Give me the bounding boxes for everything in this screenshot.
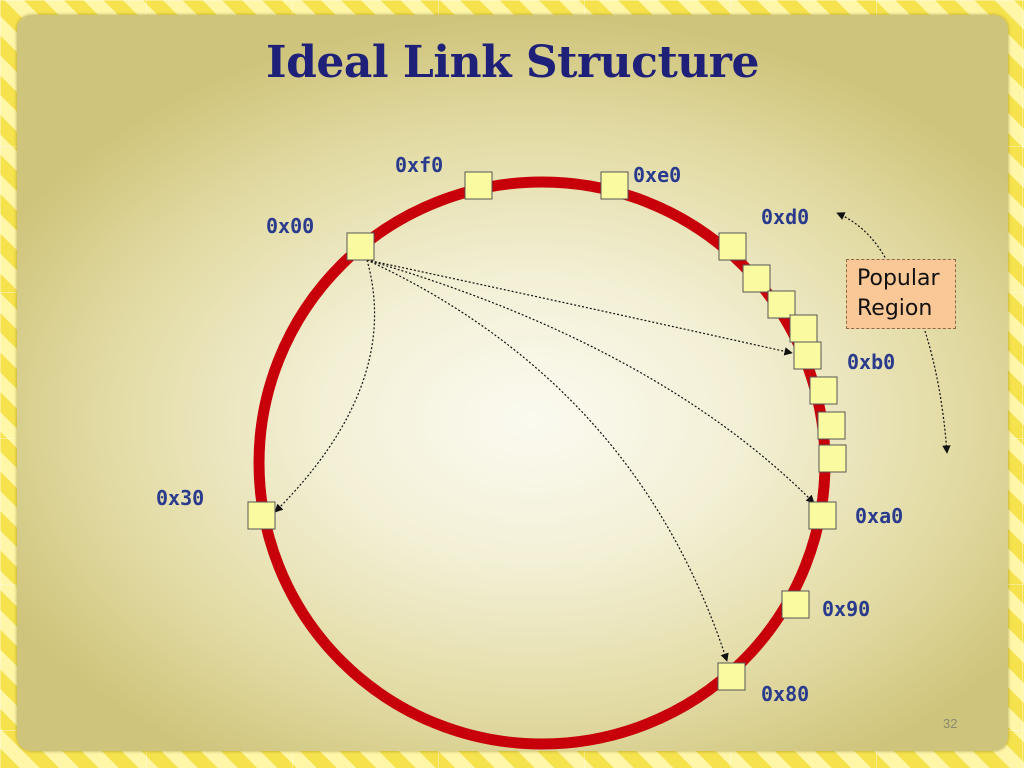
callout-line-1: Popular [857,266,940,291]
label-0x00: 0x00 [266,214,314,238]
node-popular-2 [767,290,796,319]
link-0x00-to-0x30 [274,259,376,513]
node-0xd0 [718,232,747,261]
popular-arrow-up [836,212,888,262]
node-0xf0 [464,171,493,200]
node-0x30 [247,501,276,530]
label-0x90: 0x90 [822,597,870,621]
ring [253,176,831,750]
node-popular-5 [817,411,846,440]
slide: Ideal Link Structure [17,15,1008,751]
label-0x30: 0x30 [156,486,204,510]
label-0xe0: 0xe0 [633,163,681,187]
page-number: 32 [943,716,958,731]
link-0x00-to-0xa0 [366,259,815,504]
label-0x80: 0x80 [761,682,809,706]
label-0xa0: 0xa0 [855,504,903,528]
link-0x00-to-0xb0 [366,259,793,356]
node-0xb0 [793,341,822,370]
label-0xd0: 0xd0 [761,205,809,229]
node-0x90 [781,590,810,619]
popular-region-callout: Popular Region [846,259,956,329]
node-0xa0 [808,501,837,530]
node-popular-3 [789,314,818,343]
node-popular-6 [818,444,847,473]
node-0x00 [346,232,375,261]
label-0xf0: 0xf0 [395,153,443,177]
node-0x80 [717,662,746,691]
label-0xb0: 0xb0 [847,350,895,374]
node-popular-1 [742,264,771,293]
node-0xe0 [600,171,629,200]
popular-arrow-down [924,330,951,454]
ring-diagram: 0x00 0xf0 0xe0 0xd0 0xb0 0xa0 0x90 0x80 … [156,153,951,750]
slide-title: Ideal Link Structure [266,37,759,88]
callout-line-2: Region [857,296,933,321]
node-popular-4 [809,376,838,405]
link-0x00-to-0x80 [366,259,729,662]
